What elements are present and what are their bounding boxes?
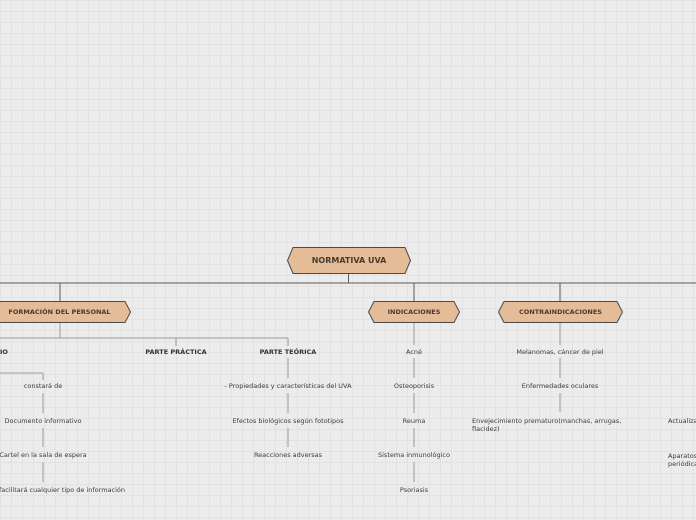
- teorica-item-reacciones[interactable]: Reacciones adversas: [253, 451, 323, 459]
- category-partial-left[interactable]: IO: [0, 348, 8, 356]
- indicaciones-item-acne[interactable]: Acné: [405, 348, 423, 356]
- contra-item-envejecimiento[interactable]: Envejecimiento prematuro(manchas, arruga…: [472, 417, 622, 433]
- root-node[interactable]: NORMATIVA UVA: [287, 247, 411, 274]
- branch-contraindicaciones[interactable]: CONTRAINDICACIONES: [498, 301, 623, 323]
- right-item-actualiza[interactable]: Actualiza: [668, 417, 696, 425]
- contra-item-oculares[interactable]: Enfermedades oculares: [521, 382, 599, 390]
- branch-indicaciones-shape: [368, 301, 460, 323]
- branch-contraindicaciones-label: CONTRAINDICACIONES: [519, 308, 602, 316]
- indicaciones-item-psoriasis[interactable]: Psoriasis: [399, 486, 429, 494]
- branch-formacion-label: FORMACIÓN DEL PERSONAL: [8, 308, 111, 316]
- left-item-constara[interactable]: constará de: [23, 382, 63, 390]
- right-item-aparatos[interactable]: Aparatos periódica: [668, 452, 696, 468]
- contra-item-melanomas[interactable]: Melanomas, cáncer de piel: [516, 348, 604, 356]
- branch-indicaciones[interactable]: INDICACIONES: [368, 301, 460, 323]
- teorica-item-efectos[interactable]: Efectos biológicos según fototipos: [232, 417, 344, 425]
- branch-formacion[interactable]: FORMACIÓN DEL PERSONAL: [0, 301, 131, 323]
- left-item-cartel[interactable]: Cartel en la sala de espera: [0, 451, 87, 459]
- teorica-item-propiedades[interactable]: - Propiedades y características del UVA: [224, 382, 352, 390]
- root-node-label: NORMATIVA UVA: [311, 256, 387, 265]
- branch-contraindicaciones-shape: [498, 301, 623, 323]
- branch-formacion-shape: [0, 301, 131, 323]
- left-item-facilitara[interactable]: facilitará cualquier tipo de información: [0, 486, 126, 494]
- left-item-documento[interactable]: Documento informativo: [4, 417, 82, 425]
- category-parte-teorica[interactable]: PARTE TEÓRICA: [259, 348, 317, 356]
- indicaciones-item-reuma[interactable]: Reuma: [402, 417, 426, 425]
- root-node-shape: [287, 247, 411, 274]
- indicaciones-item-osteoporisis[interactable]: Osteoporisis: [393, 382, 435, 390]
- indicaciones-item-sistema[interactable]: Sistema inmunológico: [378, 451, 450, 459]
- category-parte-practica[interactable]: PARTE PRÁCTICA: [145, 348, 207, 356]
- branch-indicaciones-label: INDICACIONES: [387, 308, 441, 316]
